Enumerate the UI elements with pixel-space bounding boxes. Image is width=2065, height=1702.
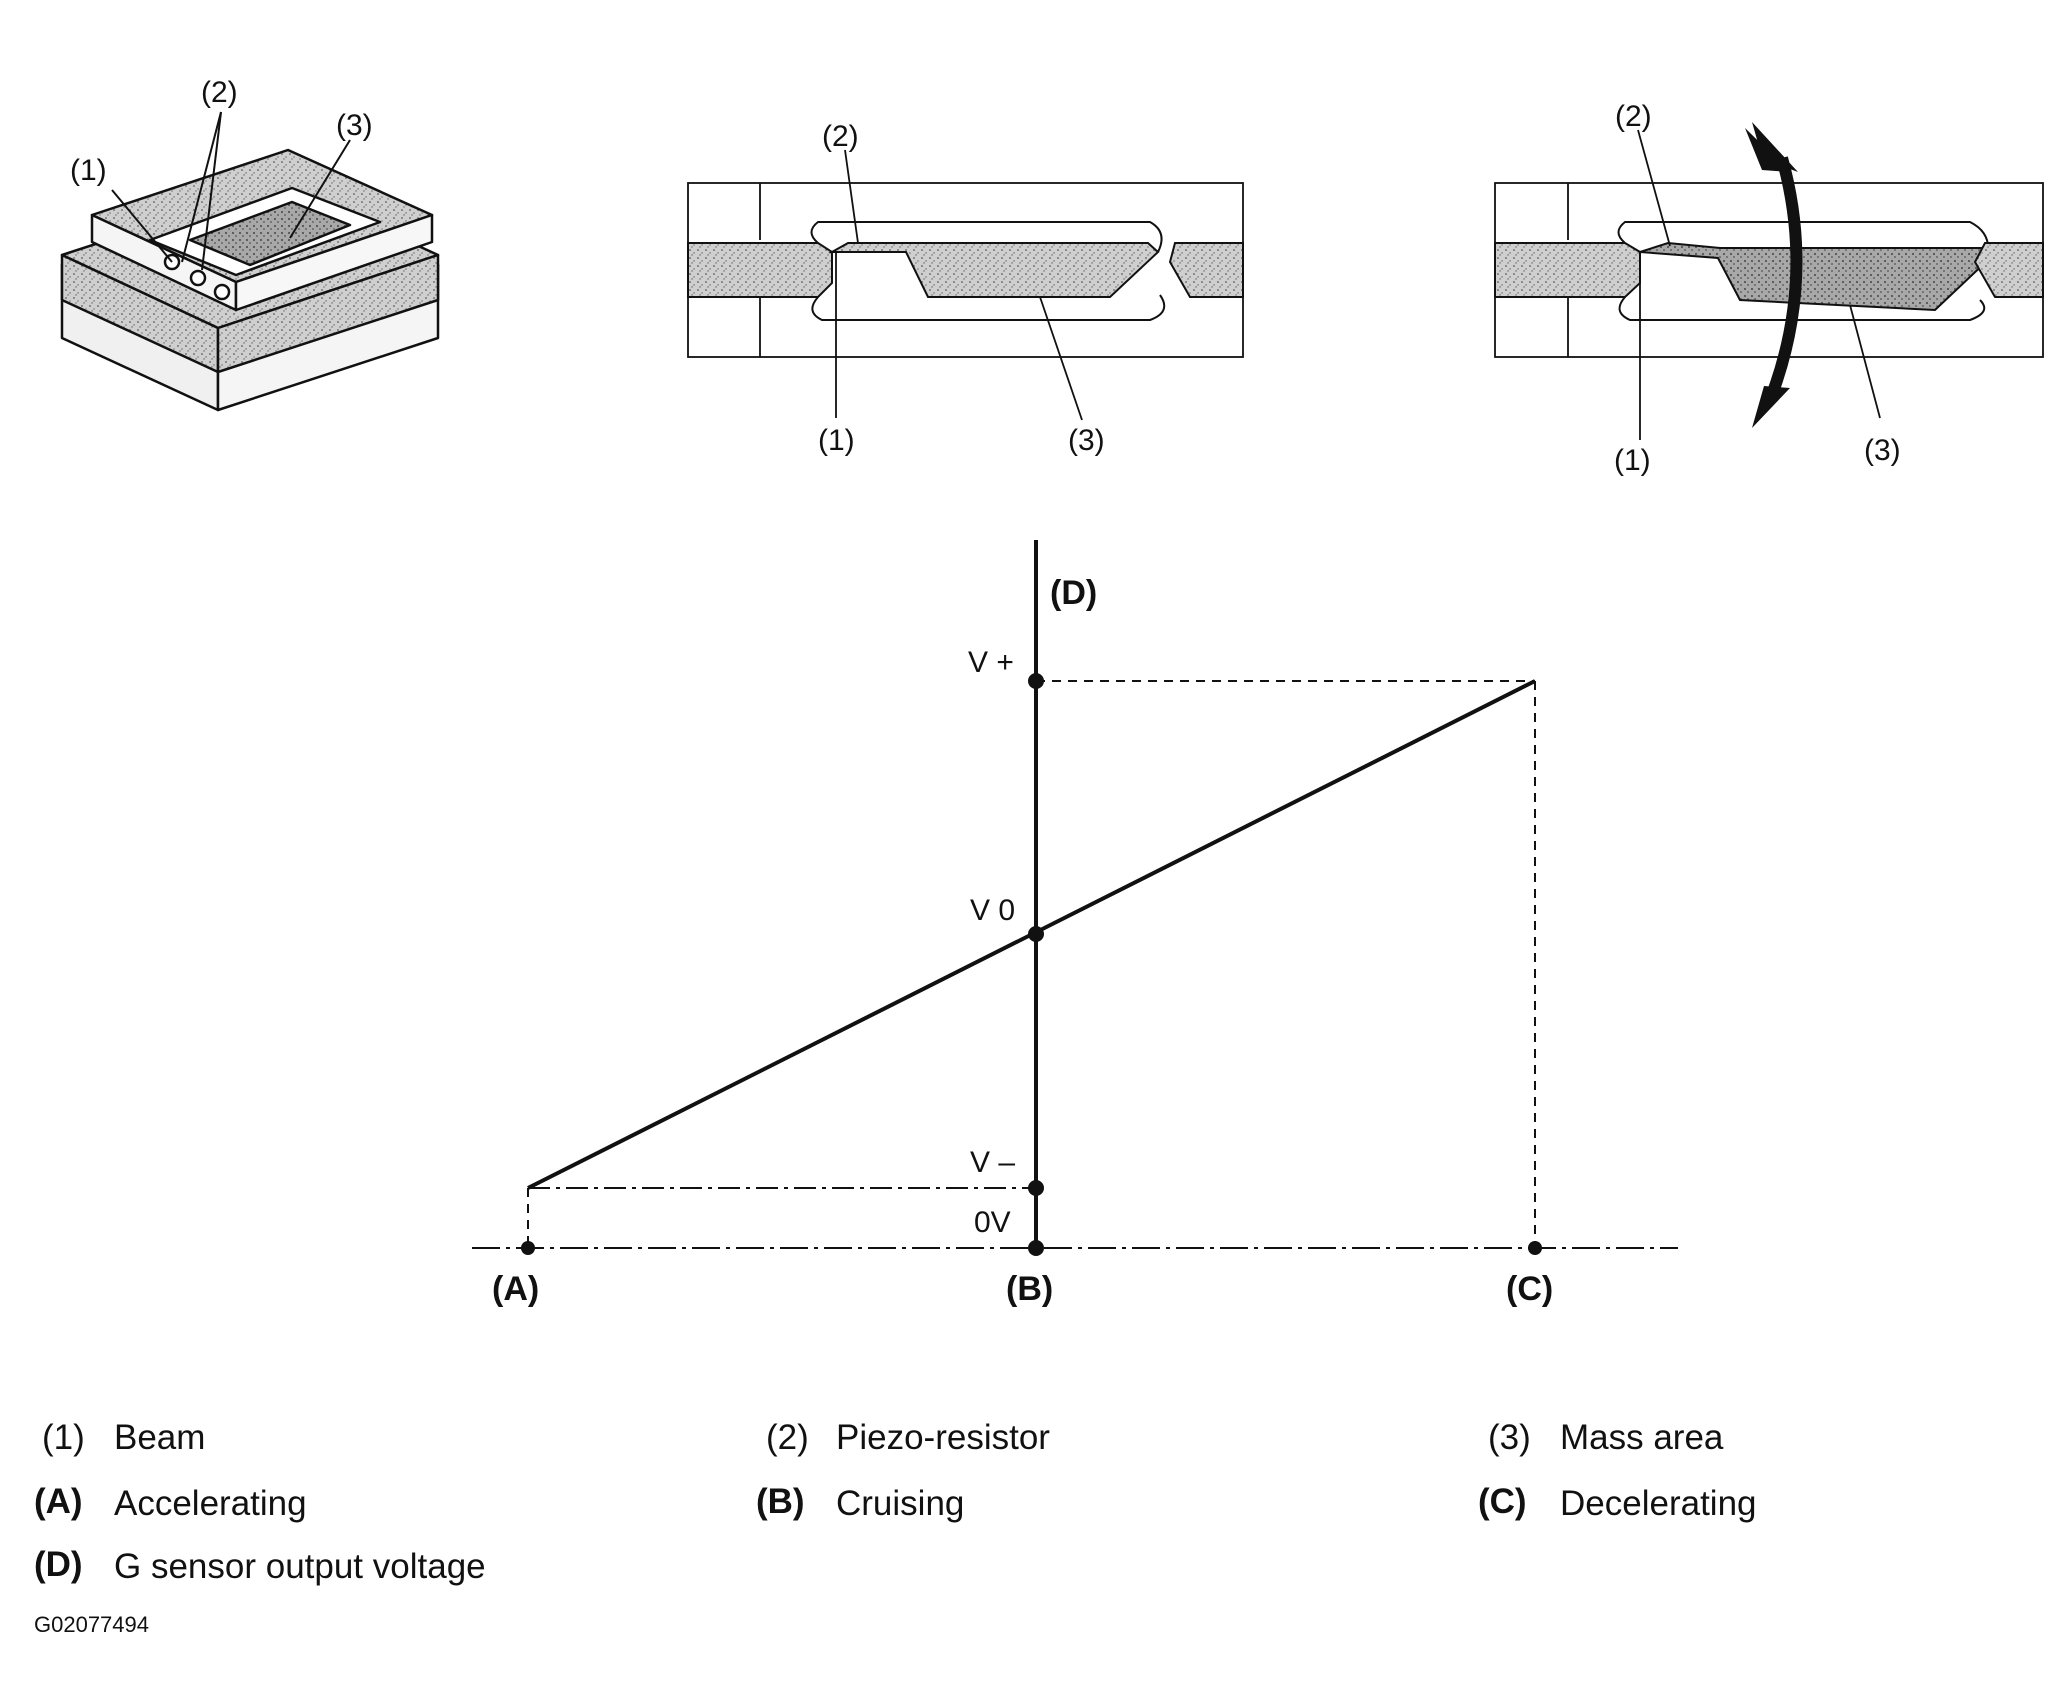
legend-key-a: (A) — [34, 1482, 83, 1521]
legend-key-d: (D) — [34, 1545, 83, 1584]
x-point-a: (A) — [492, 1270, 539, 1308]
legend-text-cruising: Cruising — [836, 1484, 965, 1523]
level-zero-volt: 0V — [974, 1206, 1011, 1239]
point-b — [1028, 1240, 1044, 1256]
chip-callout-2: (2) — [201, 76, 238, 109]
deflected-callout-1: (1) — [1614, 444, 1651, 477]
legend-text-beam: Beam — [114, 1418, 206, 1457]
motion-arrow-icon — [1745, 122, 1803, 428]
level-v-zero: V 0 — [970, 894, 1015, 927]
cross-section-deflected — [1494, 182, 2044, 358]
rest-callout-1: (1) — [818, 424, 855, 457]
graph-points — [521, 673, 1542, 1256]
chip-leader-lines — [111, 111, 351, 271]
rest-callout-3: (3) — [1068, 424, 1105, 457]
cross-section-rest — [687, 182, 1244, 358]
legend-text-accelerating: Accelerating — [114, 1484, 307, 1523]
deflected-callout-3: (3) — [1864, 434, 1901, 467]
legend-key-3: (3) — [1488, 1418, 1531, 1457]
figure-id: G02077494 — [34, 1612, 149, 1637]
voltage-graph — [472, 540, 1678, 1249]
x-point-b: (B) — [1006, 1270, 1053, 1308]
deflected-callout-2: (2) — [1615, 100, 1652, 133]
deflected-leader-lines — [1637, 129, 1881, 440]
point-c — [1528, 1241, 1542, 1255]
sensor-chip-isometric — [60, 148, 440, 412]
point-v-zero — [1028, 926, 1044, 942]
y-axis-label: (D) — [1050, 574, 1097, 612]
level-v-minus: V – — [970, 1146, 1015, 1179]
point-a — [521, 1241, 535, 1255]
legend-key-2: (2) — [766, 1418, 809, 1457]
x-point-c: (C) — [1506, 1270, 1553, 1308]
level-v-plus: V + — [968, 646, 1014, 679]
legend-key-b: (B) — [756, 1482, 805, 1521]
legend-text-decelerating: Decelerating — [1560, 1484, 1757, 1523]
legend-text-mass-area: Mass area — [1560, 1418, 1724, 1457]
legend-text-g-sensor-output-voltage: G sensor output voltage — [114, 1547, 486, 1586]
legend-key-1: (1) — [42, 1418, 85, 1457]
chip-callout-1: (1) — [70, 154, 107, 187]
point-v-plus — [1028, 673, 1044, 689]
legend-key-c: (C) — [1478, 1482, 1527, 1521]
rest-callout-2: (2) — [822, 120, 859, 153]
legend-text-piezo-resistor: Piezo-resistor — [836, 1418, 1050, 1457]
point-v-minus — [1028, 1180, 1044, 1196]
rest-leader-lines — [835, 149, 1083, 421]
chip-callout-3: (3) — [336, 109, 373, 142]
